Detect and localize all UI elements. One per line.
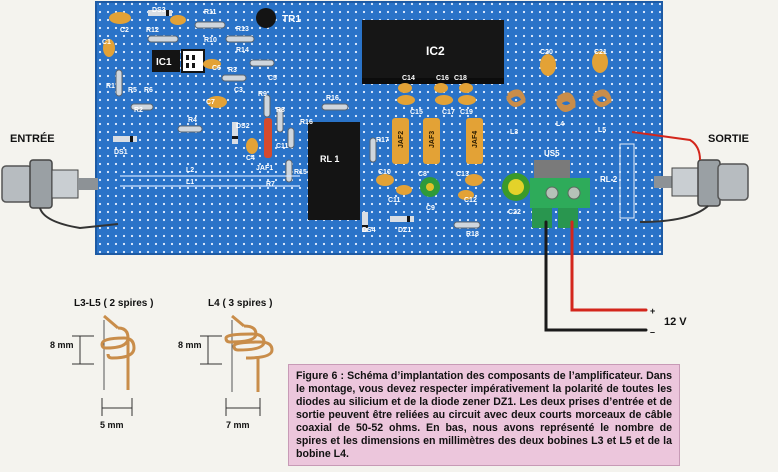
coil-l3l5-detail: L3-L5 ( 2 spires ) 8 mm 5 mm — [50, 298, 153, 430]
r4-label: R4 — [188, 117, 197, 124]
tr1-label: TR1 — [282, 14, 301, 25]
coil-l4-height: 8 mm — [178, 340, 202, 350]
r11-label: R11 — [204, 9, 217, 16]
capacitors — [103, 12, 608, 200]
c5-label: C5 — [268, 75, 277, 82]
c3-label: C3 — [234, 87, 243, 94]
r10-label: R10 — [204, 37, 217, 44]
ic2-module: IC2 — [362, 20, 504, 84]
minus-label: – — [650, 327, 655, 337]
jaf1-label: JAF1 — [256, 165, 273, 172]
r5-label: R5 — [128, 87, 137, 94]
r14-label: R14 — [236, 47, 249, 54]
r16b-label: R16 — [326, 95, 339, 102]
component-labels: DS3 R11 R13 R12 C2 C1 R10 R14 C6 R1 R5 R… — [102, 7, 607, 238]
rl1-relay: RL 1 — [308, 122, 360, 220]
r3-label: R3 — [228, 67, 237, 74]
diodes — [113, 10, 414, 232]
input-lines — [120, 175, 300, 187]
ic2-label: IC2 — [426, 44, 445, 58]
ds3-label: DS3 — [152, 7, 166, 14]
ic1-label: IC1 — [156, 57, 172, 68]
tr1-transistor: TR1 — [256, 8, 301, 28]
input-bnc-connector — [1, 159, 119, 230]
ic1-chip: IC1 — [152, 49, 205, 73]
us5-regulator: US5 — [530, 149, 590, 228]
c17-label: C17 — [442, 109, 455, 116]
r1-label: R1 — [106, 83, 115, 90]
coils-on-board — [506, 89, 612, 112]
l5-label: L5 — [598, 127, 606, 134]
c14-label: C14 — [402, 75, 415, 82]
figure-caption: Figure 6 : Schéma d’implantation des com… — [288, 364, 680, 466]
l3-label: L3 — [510, 129, 518, 136]
r12-label: R12 — [146, 27, 159, 34]
us5-label: US5 — [544, 149, 560, 158]
voltage-label: 12 V — [664, 316, 687, 328]
c9-label: C9 — [426, 205, 435, 212]
c7-label: C7 — [206, 99, 215, 106]
coil-l4-title: L4 ( 3 spires ) — [208, 298, 272, 309]
coil-l3l5-title: L3-L5 ( 2 spires ) — [74, 298, 153, 309]
r8-label: R8 — [276, 107, 285, 114]
plus-label: + — [650, 306, 655, 316]
rl1-label: RL 1 — [320, 154, 339, 164]
c13-label: C13 — [456, 171, 469, 178]
c20-label: C20 — [540, 49, 553, 56]
c11-label: C11 — [276, 143, 289, 150]
coil-l3l5-width: 5 mm — [100, 420, 124, 430]
jaf-chokes: JAF2 JAF3 JAF4 JAF1 — [256, 118, 483, 172]
r9-label: R9 — [258, 91, 267, 98]
r16-label: R16 — [300, 119, 313, 126]
jaf2-label: JAF2 — [398, 131, 405, 148]
r2-label: R2 — [134, 107, 143, 114]
figure-caption-label: Figure 6 : — [296, 370, 345, 382]
output-bnc-connector — [631, 131, 749, 223]
r6-label: R6 — [144, 87, 153, 94]
c18-label: C18 — [454, 75, 467, 82]
resistors — [115, 21, 481, 229]
c10-label: C10 — [378, 169, 391, 176]
l1-label: L1 — [186, 179, 194, 186]
c2-label: C2 — [120, 27, 129, 34]
jaf3-label: JAF3 — [429, 131, 436, 148]
jaf4-label: JAF4 — [472, 131, 479, 148]
rl2-label: RL 2 — [600, 175, 618, 184]
rl2-relay: RL 2 — [600, 143, 635, 219]
c12-label: C12 — [464, 197, 477, 204]
r17-label: R17 — [376, 137, 389, 144]
entree-label: ENTRÉE — [10, 132, 55, 145]
dz1-label: DZ1 — [398, 227, 411, 234]
r13-label: R13 — [236, 26, 249, 33]
electrolytic-caps — [420, 173, 530, 201]
c4-label: C4 — [246, 155, 255, 162]
c21-label: C21 — [594, 49, 607, 56]
c22-label: C22 — [508, 209, 521, 216]
coil-l3l5-height: 8 mm — [50, 340, 74, 350]
ds4-label: DS4 — [362, 227, 376, 234]
c19-label: C19 — [460, 109, 473, 116]
power-wires — [544, 220, 648, 332]
r15-label: R15 — [294, 169, 307, 176]
ds2-label: DS2 — [236, 123, 250, 130]
c8-label: C8 — [418, 171, 427, 178]
coil-l4-detail: L4 ( 3 spires ) 8 mm 7 mm — [178, 298, 274, 430]
l4-label: L4 — [556, 121, 564, 128]
r18-label: R18 — [466, 231, 479, 238]
figure-caption-text: Schéma d’implantation des composants de … — [296, 370, 672, 460]
coil-l4-width: 7 mm — [226, 420, 250, 430]
r7-label: R7 — [266, 181, 275, 188]
c11b-label: C11 — [388, 197, 401, 204]
ds1-label: DS1 — [114, 149, 128, 156]
c15-label: C15 — [410, 109, 423, 116]
sortie-label: SORTIE — [708, 133, 749, 145]
c6-label: C6 — [212, 65, 221, 72]
c16-label: C16 — [436, 75, 449, 82]
c1-label: C1 — [102, 39, 111, 46]
l2-label: L2 — [186, 167, 194, 174]
